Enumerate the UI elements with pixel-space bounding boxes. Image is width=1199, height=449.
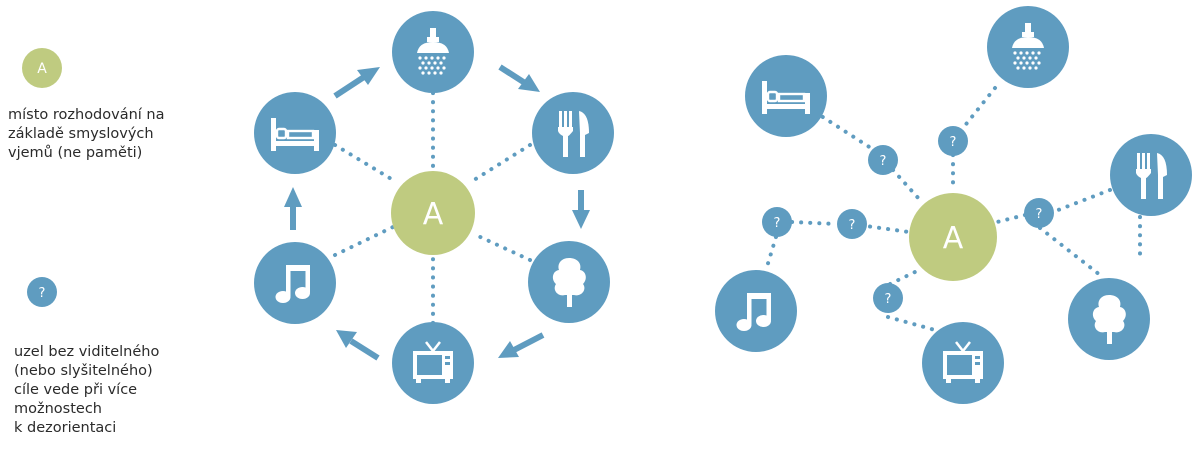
q-node-1: ? xyxy=(868,145,898,175)
svg-text:?: ? xyxy=(849,218,856,233)
right-node-shower xyxy=(987,6,1069,88)
left-node-food xyxy=(532,92,614,174)
left-center-label: A xyxy=(423,197,444,232)
link-q6-tv xyxy=(886,315,937,332)
link-food-q3 xyxy=(1051,188,1112,214)
left-arrows xyxy=(284,64,590,361)
svg-text:?: ? xyxy=(885,292,892,307)
arrow-tv-to-music xyxy=(336,330,380,361)
left-node-music xyxy=(254,242,336,324)
legend-unknown-line-4: možnostech xyxy=(14,401,102,417)
legend-unknown-line-2: (nebo slyšitelného) xyxy=(14,363,153,379)
right-node-food xyxy=(1110,134,1192,216)
legend-unknown-line-1: uzel bez viditelného xyxy=(14,344,160,360)
svg-text:?: ? xyxy=(950,135,957,150)
link-bed-q1 xyxy=(813,110,876,152)
q-node-2: ? xyxy=(938,126,968,156)
svg-text:?: ? xyxy=(39,286,46,301)
spoke-bed xyxy=(333,143,395,182)
svg-text:?: ? xyxy=(774,216,781,231)
legend-decision-line-2: základě smyslových xyxy=(8,126,154,142)
legend-unknown-line-3: cíle vede při více xyxy=(14,382,138,398)
left-node-bed xyxy=(254,92,336,174)
left-center-node: A xyxy=(391,171,475,255)
svg-text:?: ? xyxy=(1036,207,1043,222)
spoke-tree xyxy=(474,233,532,262)
link-q5-music xyxy=(764,235,778,272)
q-node-3: ? xyxy=(1024,198,1054,228)
left-node-tv xyxy=(392,322,474,404)
svg-text:A: A xyxy=(37,61,47,77)
arrow-shower-to-food xyxy=(498,64,540,92)
legend-unknown-symbol: ? xyxy=(27,277,57,307)
arrow-food-to-tree xyxy=(572,190,590,229)
svg-text:?: ? xyxy=(880,154,887,169)
right-node-tv xyxy=(922,322,1004,404)
link-q5-q4 xyxy=(790,220,838,226)
link-q1-center xyxy=(891,168,922,202)
q-node-4: ? xyxy=(837,209,867,239)
left-node-tree xyxy=(528,241,610,323)
diagram-left: A xyxy=(254,11,614,404)
legend-decision-line-3: vjemů (ne paměti) xyxy=(8,145,143,161)
left-node-shower xyxy=(392,11,474,93)
legend-decision-line-1: místo rozhodování na xyxy=(8,107,165,123)
diagram-right: A ? ? ? ? ? ? xyxy=(715,6,1192,404)
link-q6-center xyxy=(888,270,917,286)
right-center-node: A xyxy=(909,193,997,281)
spoke-music xyxy=(333,225,395,257)
spoke-food xyxy=(472,143,532,182)
legend-decision-symbol: A xyxy=(22,48,62,88)
arrow-music-to-bed xyxy=(284,187,302,230)
q-node-6: ? xyxy=(873,283,903,313)
right-center-label: A xyxy=(943,221,964,256)
link-shower-q2 xyxy=(961,86,997,130)
q-node-5: ? xyxy=(762,207,792,237)
right-node-music xyxy=(715,270,797,352)
arrow-tree-to-tv xyxy=(498,332,545,358)
link-q3-center xyxy=(995,213,1027,224)
left-spokes xyxy=(333,91,532,325)
link-q3-tree xyxy=(1038,226,1102,277)
arrow-bed-to-shower xyxy=(333,67,380,99)
right-node-tree xyxy=(1068,278,1150,360)
right-node-bed xyxy=(745,55,827,137)
legend-unknown-line-5: k dezorientaci xyxy=(14,420,117,436)
